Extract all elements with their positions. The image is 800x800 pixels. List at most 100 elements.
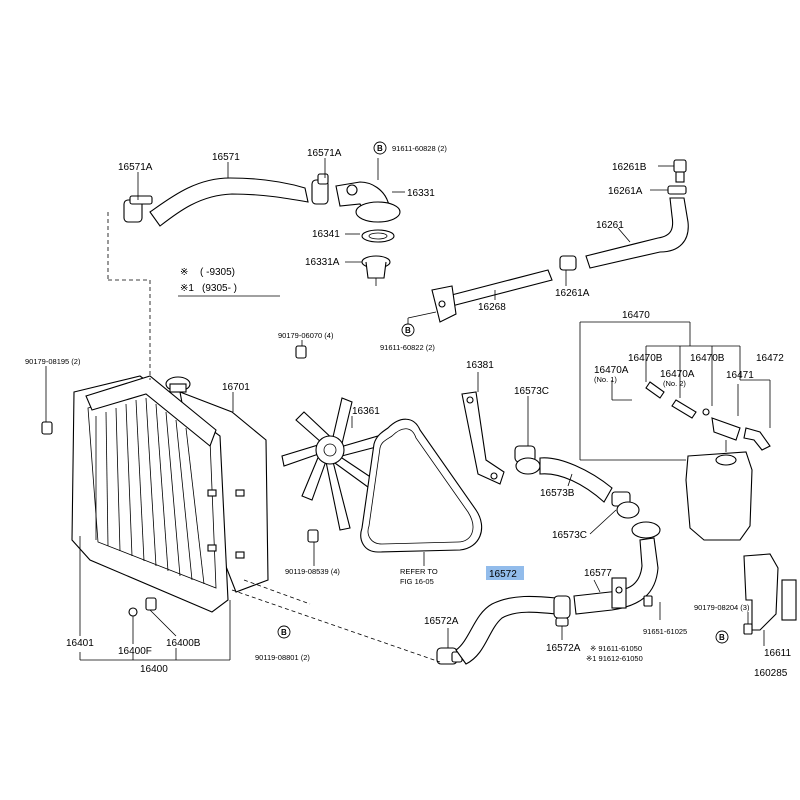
label-16361: 16361: [352, 406, 380, 417]
fan-hub: [315, 435, 345, 465]
label-16573C: 16573C: [514, 386, 549, 397]
radiator-fins: [95, 397, 205, 585]
label-16471: 16471: [726, 370, 754, 381]
reserve-tank: [685, 451, 753, 541]
label-16261A: 16261A: [608, 186, 643, 197]
clamp-tab-left: [129, 195, 153, 205]
bolt-right-3: [235, 489, 245, 497]
label-16331A: 16331A: [305, 257, 340, 268]
highlight-16572: [486, 566, 524, 580]
label-16261A-2: 16261A: [555, 288, 590, 299]
bypass-hose-group: 16261B 16261A 16261 16261A 16268 B 91611…: [380, 159, 689, 352]
shroud-bolt: [307, 529, 319, 543]
label-16400B: 16400B: [166, 638, 201, 649]
label-90179-06070: 90179-06070 (4): [278, 331, 334, 340]
note2-mark: ※1: [180, 283, 194, 294]
version-notes: ※ ( -9305) ※1 (9305- ): [178, 267, 280, 297]
refer-label-line1: REFER TO: [400, 567, 438, 576]
lower-hose-clamp-right: [553, 595, 571, 619]
refer-label-line2: FIG 16-05: [400, 577, 434, 586]
fan-bolt: [295, 345, 307, 359]
bleeder-valve: [673, 159, 687, 173]
label-16577: 16577: [584, 568, 612, 579]
bolt-right-2: [207, 544, 217, 552]
label-16400: 16400: [140, 664, 168, 675]
reserve-tank-cap: [715, 454, 737, 466]
label-90179-08195: 90179-08195 (2): [25, 357, 81, 366]
label-16611: 16611: [764, 648, 792, 659]
note1-range: ( -9305): [200, 267, 235, 278]
label-16701: 16701: [222, 382, 250, 393]
label-16261B: 16261B: [612, 162, 647, 173]
label-16261: 16261: [596, 220, 624, 231]
label-16470A-1: 16470A: [594, 365, 629, 376]
label-91611-60828: 91611-60828 (2): [392, 144, 447, 153]
label-90119-08801: 90119-08801 (2): [255, 653, 310, 662]
label-16472: 16472: [756, 353, 784, 364]
stay-bolt: [743, 623, 753, 635]
hose-no2: [671, 399, 697, 419]
upper-hose: [149, 177, 309, 227]
label-16341: 16341: [312, 229, 340, 240]
label-16571A: 16571A: [118, 162, 153, 173]
radiator-top-tank: [85, 375, 217, 447]
svg-text:B: B: [281, 628, 287, 637]
hose-clamp-top: [667, 185, 687, 195]
overflow-hose: [743, 427, 771, 451]
label-16572: 16572: [489, 569, 517, 580]
bolt-right-4: [235, 551, 245, 559]
heater-hose: [539, 457, 613, 503]
radiator-stay: [743, 553, 779, 631]
drive-belt: REFER TO FIG 16-05: [360, 418, 483, 586]
clamp-tab-right: [317, 173, 329, 185]
stay-plate: [781, 579, 797, 621]
overflow-pipe: [711, 417, 741, 441]
label-90179-08204: 90179-08204 (3): [694, 603, 750, 612]
outlet-nipple: [346, 184, 358, 196]
label-16331: 16331: [407, 188, 435, 199]
lower-hose-group: 16572 16577 90179-08204 (3) B 16572A 165…: [424, 521, 797, 679]
note1-mark: ※: [180, 267, 188, 278]
svg-text:B: B: [405, 326, 411, 335]
label-16470: 16470: [622, 310, 650, 321]
svg-text:B: B: [377, 144, 383, 153]
bracket: [461, 391, 505, 485]
pipe-end: [631, 521, 661, 539]
drain-cock: [145, 597, 157, 611]
radiator-assembly: 90179-08195 (2) 16701 16401 16400F 16400…: [25, 357, 269, 675]
circle-b-marker-4: [277, 625, 291, 639]
gasket: [361, 229, 395, 243]
lower-hose: [455, 595, 557, 665]
label-91611-61050: ※ 91611-61050: [590, 644, 642, 653]
bypass-hose: [585, 197, 689, 269]
label-16401: 16401: [66, 638, 94, 649]
label-16470B: 16470B: [628, 353, 663, 364]
heater-hose-group: 16381 16573C 16573B 16573C: [461, 360, 640, 541]
label-16573B: 16573B: [540, 488, 575, 499]
circle-b-marker-3: [715, 630, 729, 644]
label-16470A-no1: (No. 1): [594, 375, 617, 384]
label-91651-61025: 91651-61025: [643, 627, 687, 636]
hose-clamp-bottom: [559, 255, 577, 271]
thermostat-body: [365, 261, 387, 279]
bolt-left: [41, 421, 53, 435]
drain-gasket: [128, 607, 138, 617]
label-16573C-2: 16573C: [552, 530, 587, 541]
outlet-flange: [355, 201, 401, 223]
label-91612-61050: ※1 91612-61050: [586, 654, 643, 663]
pipe-bolt: [643, 595, 653, 607]
label-160285: 160285: [754, 668, 788, 679]
fan-group: 90179-06070 (4) 16361 90119-08539 (4): [278, 331, 381, 576]
label-16470A-2: 16470A: [660, 369, 695, 380]
svg-text:B: B: [719, 633, 725, 642]
label-16381: 16381: [466, 360, 494, 371]
circle-b-marker-2: [401, 323, 415, 337]
label-16470B-2: 16470B: [690, 353, 725, 364]
label-16268: 16268: [478, 302, 506, 313]
note2-range: (9305- ): [202, 283, 237, 294]
bottom-bolt-group: B 90119-08801 (2): [255, 625, 310, 662]
label-16571A-2: 16571A: [307, 148, 342, 159]
hose-no1: [645, 381, 665, 399]
label-16571: 16571: [212, 152, 240, 163]
